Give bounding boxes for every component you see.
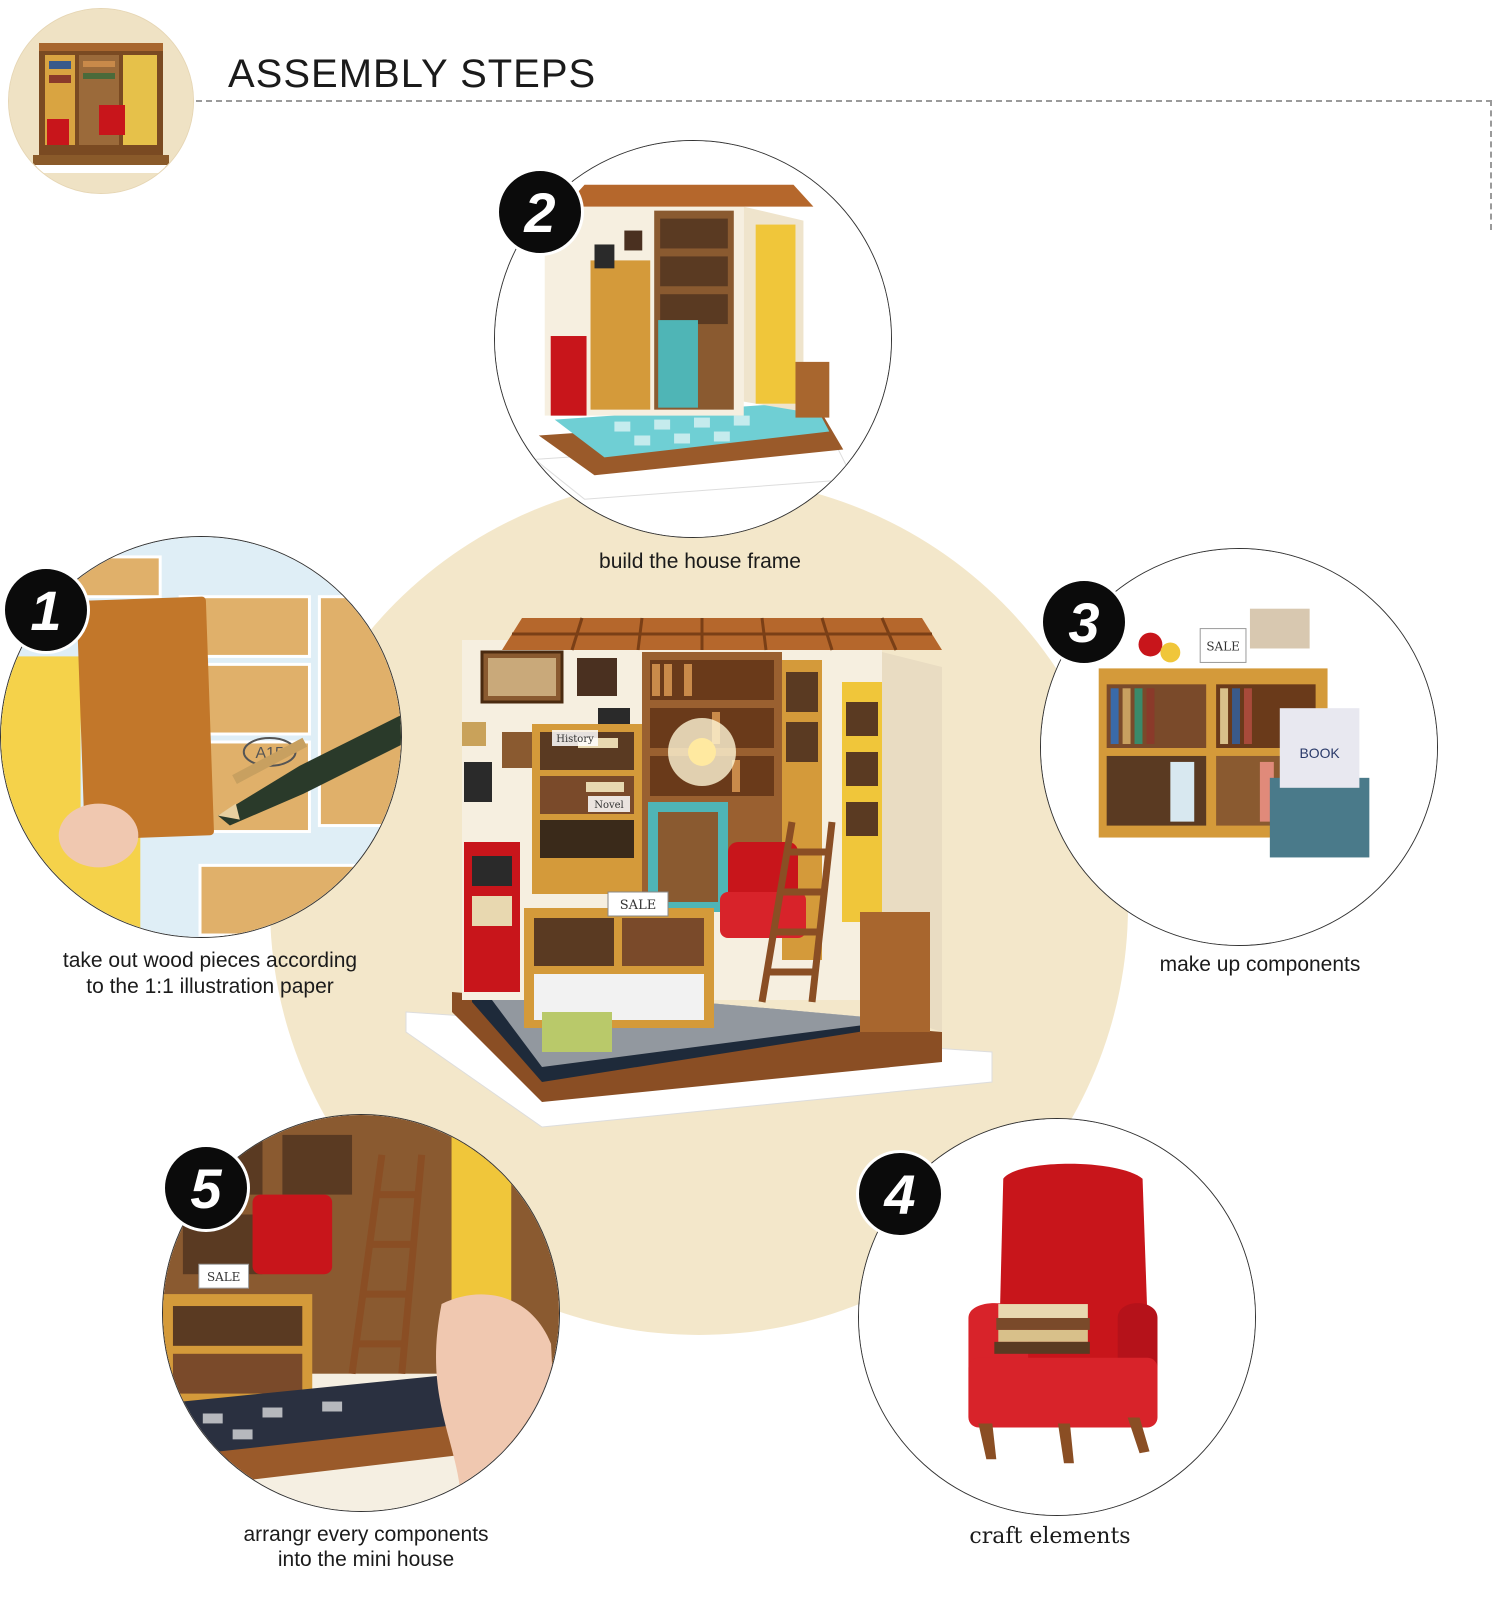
step-3-caption: make up components <box>1159 953 1361 976</box>
house-frame-photo-icon <box>495 141 891 537</box>
header-divider <box>196 100 1492 102</box>
finished-bookstore-dollhouse-icon: SALE History Novel <box>405 617 993 1128</box>
dollhouse-bookstore-thumbnail-icon <box>9 9 193 193</box>
step-3-badge: 3 <box>1040 578 1128 666</box>
hero-history-label: History <box>556 734 594 745</box>
step-2-image <box>494 140 892 538</box>
hero-sale-sign: SALE <box>620 898 656 913</box>
step-4-caption: craft elements <box>969 1524 1131 1549</box>
step-4-badge: 4 <box>856 1150 944 1238</box>
step-5-caption-line2: into the mini house <box>277 1548 455 1571</box>
header-divider-vertical <box>1490 100 1492 230</box>
step-4-image <box>858 1118 1256 1516</box>
step-2-caption: build the house frame <box>599 550 801 573</box>
step-5-badge: 5 <box>162 1144 250 1232</box>
step-1-caption-line1: take out wood pieces according <box>62 949 358 972</box>
step-1-badge: 1 <box>2 566 90 654</box>
hero-finished-house: SALE History Novel <box>402 612 1014 1142</box>
step-5-caption-line1: arrangr every components <box>243 1523 489 1546</box>
page-title: ASSEMBLY STEPS <box>228 52 597 96</box>
step-2-badge: 2 <box>496 168 584 256</box>
hero-novel-label: Novel <box>594 800 624 811</box>
step-1-caption-line2: to the 1:1 illustration paper <box>86 975 334 998</box>
step3-sale-sign: SALE <box>1206 639 1239 653</box>
red-armchair-photo-icon <box>859 1119 1255 1515</box>
step3-box-label: BOOK <box>1299 745 1340 761</box>
step5-sale-sign: SALE <box>207 1270 240 1284</box>
wood-pieces-pencil-photo-icon: A15 <box>1 537 401 937</box>
header-thumbnail <box>8 8 194 194</box>
